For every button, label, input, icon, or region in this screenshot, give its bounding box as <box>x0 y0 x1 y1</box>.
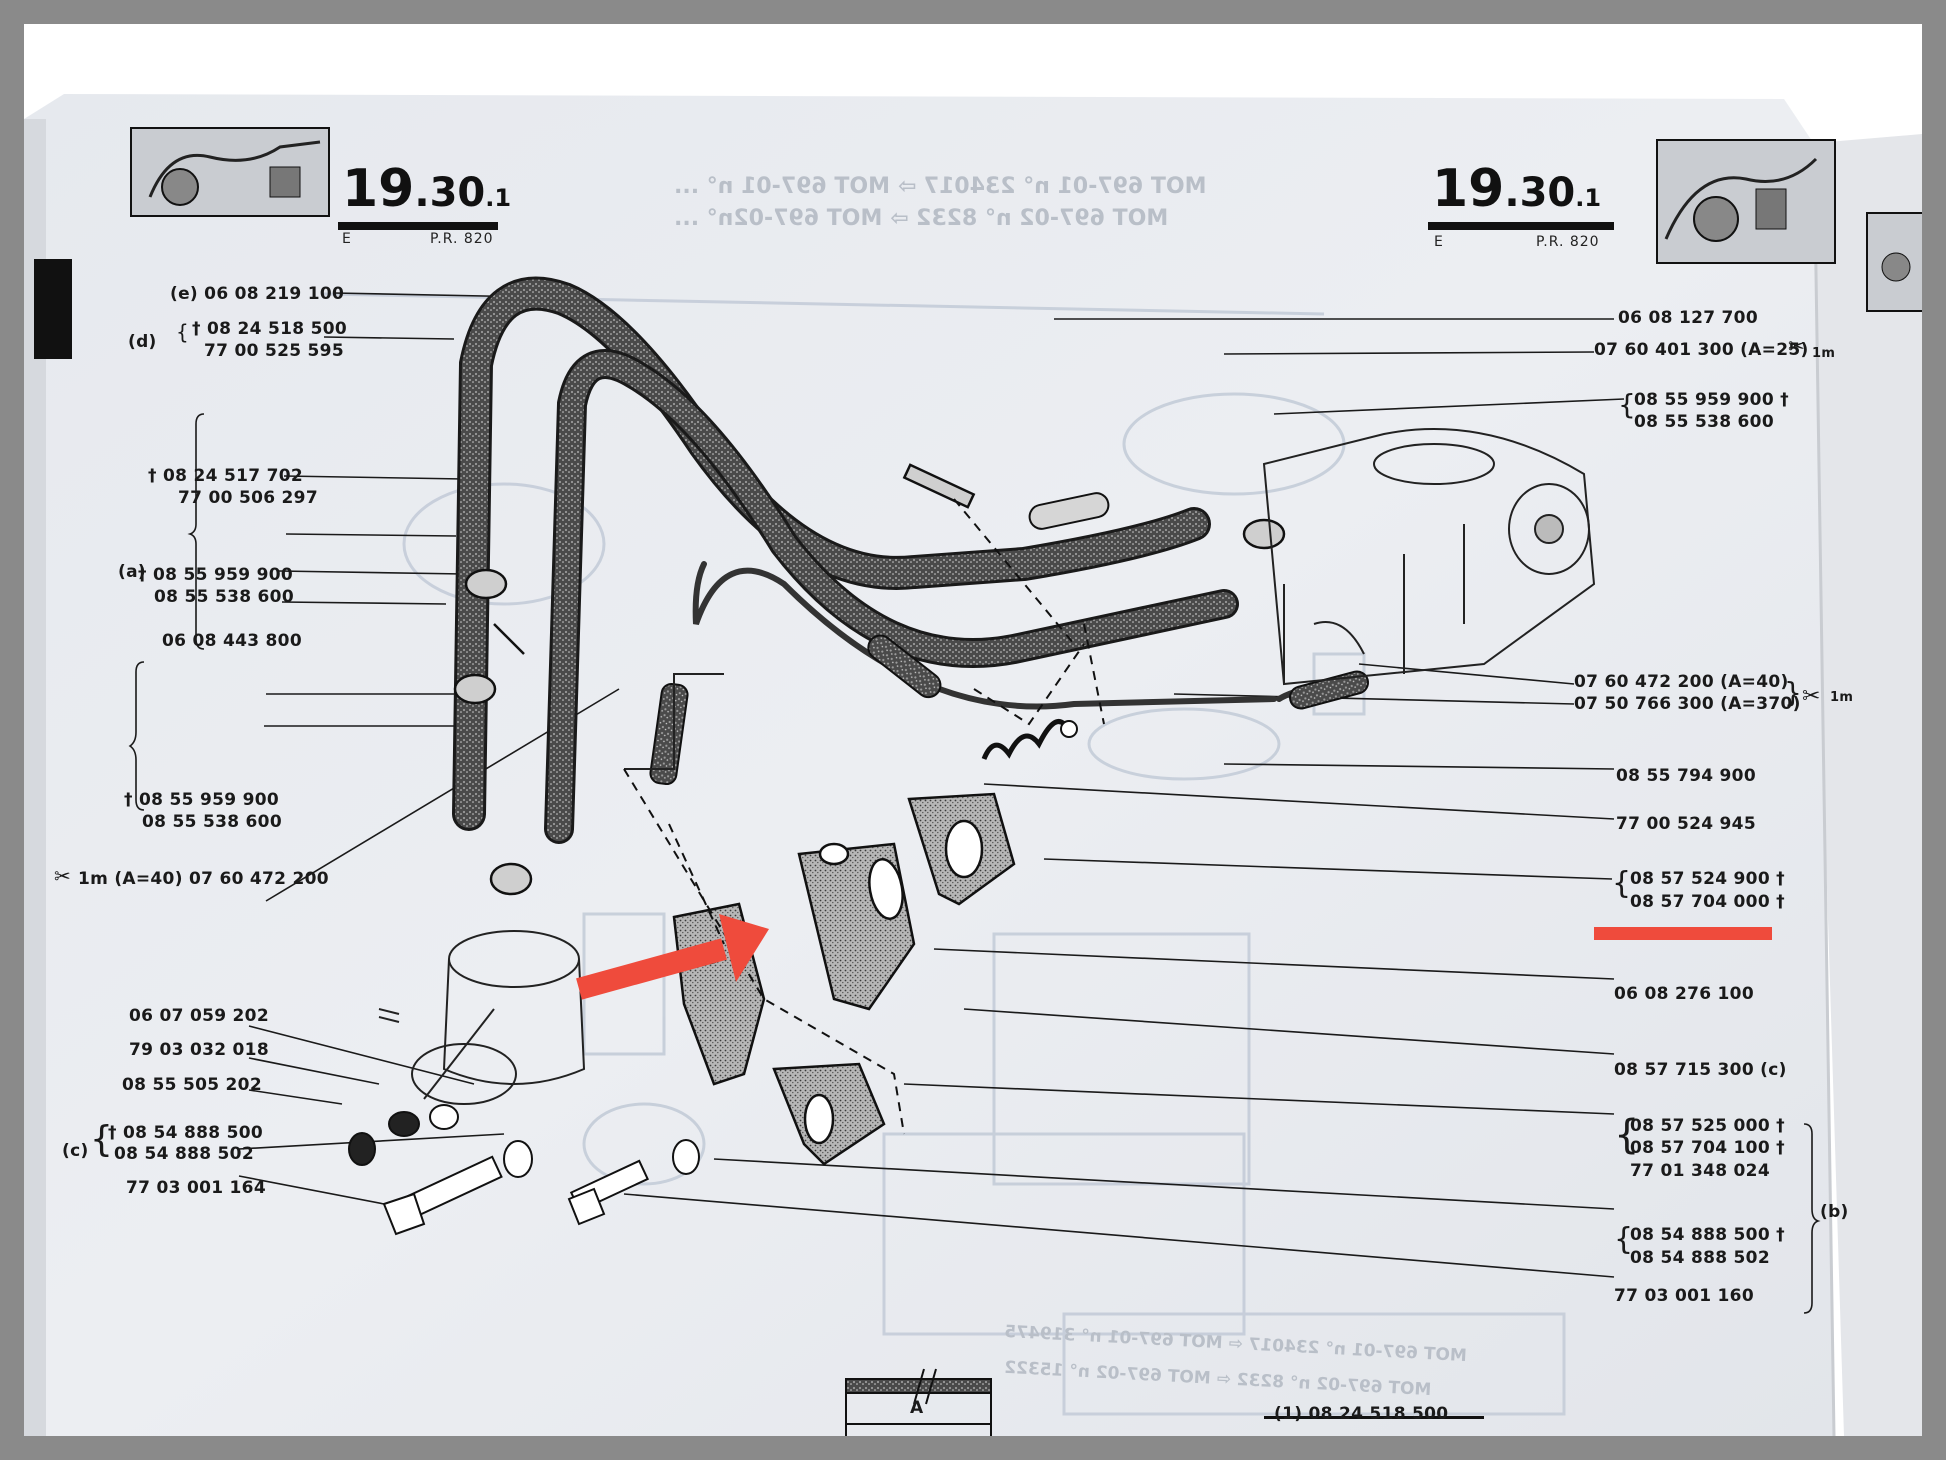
red-underline-highlight <box>1594 927 1772 940</box>
brace-c: { <box>90 1119 114 1160</box>
left-page-number: 19.30.1 <box>342 159 512 219</box>
label-group-a: (a) <box>118 562 146 582</box>
label-r3a: 08 55 959 900 † <box>1634 390 1789 410</box>
label-r11b: 08 54 888 502 <box>1630 1248 1770 1268</box>
label-part-0855505202: 08 55 505 202 <box>122 1075 262 1095</box>
label-a-part5: 06 08 443 800 <box>162 631 302 651</box>
label-r7b: 08 57 704 000 † <box>1630 892 1785 912</box>
label-r10a: 08 57 525 000 † <box>1630 1116 1785 1136</box>
label-r12: 77 03 001 160 <box>1614 1286 1754 1306</box>
label-r1: 06 08 127 700 <box>1618 308 1758 328</box>
footer-note: (1) 08 24 518 500 <box>1274 1404 1449 1424</box>
next-page-thumbnail <box>1866 212 1922 312</box>
label-r4-tail: 1m <box>1830 690 1854 705</box>
left-ref: P.R. 820 <box>430 231 494 247</box>
label-c-part2: 08 54 888 502 <box>114 1144 254 1164</box>
right-ref: P.R. 820 <box>1536 234 1600 250</box>
label-r6: 77 00 524 945 <box>1616 814 1756 834</box>
brace-r10: { <box>1614 1112 1640 1158</box>
label-a-part3: † 08 55 959 900 <box>138 565 293 585</box>
label-a-part2: 77 00 506 297 <box>178 488 318 508</box>
label-r8: 06 08 276 100 <box>1614 984 1754 1004</box>
label-r9: 08 57 715 300 (c) <box>1614 1060 1787 1080</box>
label-clip-part2: 08 55 538 600 <box>142 812 282 832</box>
label-part-0607059202: 06 07 059 202 <box>129 1006 269 1026</box>
label-hose-cut: 1m (A=40) 07 60 472 200 <box>78 869 329 889</box>
label-c-part3: 77 03 001 164 <box>126 1178 266 1198</box>
label-r4a: 07 60 472 200 (A=40) <box>1574 672 1789 692</box>
brace-d: { <box>176 320 190 344</box>
label-group-b: (b) <box>1820 1202 1849 1222</box>
scissors-icon-left: ✂ <box>54 864 72 888</box>
right-page-number: 19.30.1 <box>1432 159 1602 219</box>
label-r10b: 08 57 704 100 † <box>1630 1138 1785 1158</box>
fuel-pump-exploded-diagram <box>128 276 1821 1436</box>
label-a-part1: † 08 24 517 702 <box>148 466 303 486</box>
label-d-part1: † 08 24 518 500 <box>192 319 347 339</box>
label-part-7903032018: 79 03 032 018 <box>129 1040 269 1060</box>
footer-rule <box>1264 1416 1484 1419</box>
right-header-rule <box>1428 222 1614 230</box>
right-header-thumbnail <box>1656 139 1836 264</box>
label-r5: 08 55 794 900 <box>1616 766 1756 786</box>
label-r7a: 08 57 524 900 † <box>1630 869 1785 889</box>
red-highlight-arrow <box>576 914 769 1000</box>
label-r4b: 07 50 766 300 (A=370) <box>1574 694 1801 714</box>
label-clip-part1: † 08 55 959 900 <box>124 790 279 810</box>
brace-r11: { <box>1614 1222 1634 1257</box>
label-group-d: (d) <box>128 332 157 352</box>
label-c-part1: † 08 54 888 500 <box>108 1123 263 1143</box>
label-r11a: 08 54 888 500 † <box>1630 1225 1785 1245</box>
label-a-part4: 08 55 538 600 <box>154 587 294 607</box>
scissors-icon-r4: ✂ <box>1802 684 1821 709</box>
catalog-page: MOT 697-01 n° 234017 ⇨ MOT 697-01 n° ...… <box>24 24 1922 1436</box>
right-edition: E <box>1434 234 1444 250</box>
scissors-icon-r2: ✂ <box>1788 334 1806 358</box>
brace-r4: } <box>1784 676 1803 709</box>
photo-frame: MOT 697-01 n° 234017 ⇨ MOT 697-01 n° ...… <box>24 24 1922 1436</box>
label-r10c: 77 01 348 024 <box>1630 1161 1770 1181</box>
left-edition: E <box>342 231 352 247</box>
label-group-c: (c) <box>62 1141 89 1161</box>
brace-r3: { <box>1618 388 1637 421</box>
label-r2: 07 60 401 300 (A=25) <box>1594 340 1809 360</box>
label-r2-tail: 1m <box>1812 346 1836 361</box>
label-r3b: 08 55 538 600 <box>1634 412 1774 432</box>
label-part-e: (e) 06 08 219 100 <box>170 284 345 304</box>
brace-r7: { <box>1612 866 1632 901</box>
left-header-thumbnail <box>130 127 330 217</box>
scale-label: A <box>910 1398 924 1418</box>
label-d-part2: 77 00 525 595 <box>204 341 344 361</box>
left-header-rule <box>338 222 498 230</box>
scale-icon <box>845 1368 992 1436</box>
